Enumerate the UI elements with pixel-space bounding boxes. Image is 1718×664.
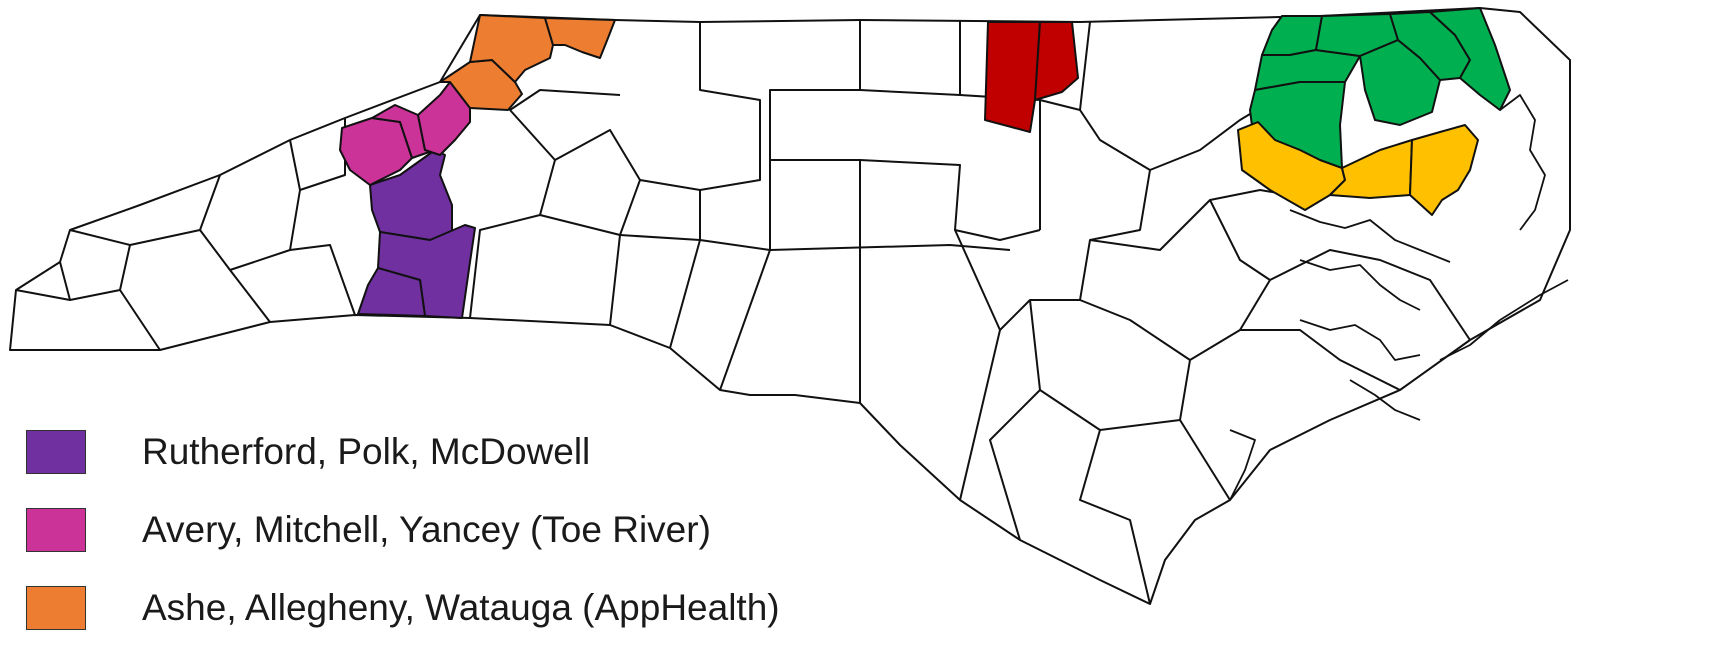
county-red-east: [1034, 21, 1079, 101]
county-ashe: [469, 14, 554, 83]
region-ashe-allegheny-watauga: [439, 14, 616, 111]
region-red: [984, 21, 1079, 133]
region-yellow: [1237, 121, 1479, 216]
legend-swatch-magenta: [26, 508, 86, 552]
coastal-sounds: [1229, 94, 1569, 501]
legend-item-rutherford-polk-mcdowell: Rutherford, Polk, McDowell: [26, 424, 590, 480]
region-rutherford-polk-mcdowell: [357, 149, 476, 319]
county-mcdowell: [369, 149, 453, 241]
county-borders: [15, 15, 1471, 605]
legend-item-avery-mitchell-yancey: Avery, Mitchell, Yancey (Toe River): [26, 502, 711, 558]
county-green-7: [1429, 7, 1511, 111]
map-legend: Rutherford, Polk, McDowell Avery, Mitche…: [26, 424, 1006, 664]
county-yellow-middle: [1329, 139, 1413, 199]
legend-label: Avery, Mitchell, Yancey (Toe River): [142, 509, 711, 550]
county-allegheny: [544, 17, 616, 59]
legend-swatch-orange: [26, 586, 86, 630]
county-avery: [417, 81, 471, 156]
region-green: [1249, 7, 1511, 173]
county-red-west: [984, 21, 1041, 133]
region-avery-mitchell-yancey: [339, 81, 471, 186]
county-polk: [357, 267, 426, 317]
legend-label: Rutherford, Polk, McDowell: [142, 431, 591, 472]
legend-swatch-purple: [26, 430, 86, 474]
county-yellow-east: [1409, 124, 1479, 216]
legend-label: Ashe, Allegheny, Watauga (AppHealth): [142, 587, 780, 628]
legend-item-ashe-allegheny-watauga: Ashe, Allegheny, Watauga (AppHealth): [26, 580, 780, 636]
